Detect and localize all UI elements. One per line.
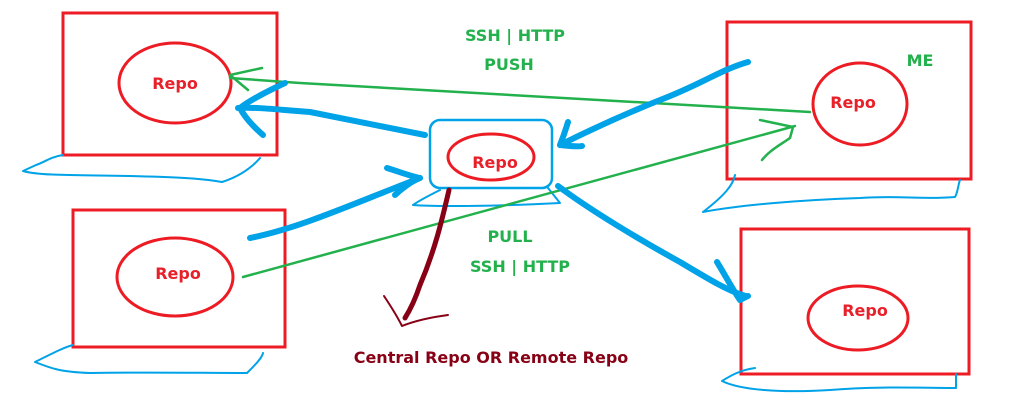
- arrowhead-icon: [383, 295, 449, 327]
- laptop-base: [702, 174, 961, 213]
- central-caption-arrow: [383, 187, 452, 327]
- laptop-base: [22, 154, 261, 183]
- me-label: ME: [907, 51, 934, 70]
- repo-label: Repo: [472, 153, 518, 172]
- push-arrow: [228, 66, 812, 114]
- repo-ellipse: [806, 284, 910, 352]
- central-screen: [428, 118, 554, 190]
- repo-ellipse: [115, 236, 235, 318]
- arrowhead-icon: [228, 66, 264, 92]
- arrowhead-icon: [714, 259, 751, 303]
- pull-line: [241, 124, 797, 279]
- central-to-top-left-arrow: [235, 104, 428, 138]
- laptop-base: [721, 367, 957, 393]
- pull-arrow: [241, 118, 797, 279]
- repo-label: Repo: [842, 301, 888, 320]
- push-line: [228, 76, 812, 114]
- computer-bottom-left: Repo: [34, 208, 287, 374]
- arrowhead-icon: [758, 118, 795, 162]
- repo-label: Repo: [152, 74, 198, 93]
- caption-line: [402, 187, 452, 321]
- repo-label: Repo: [155, 264, 201, 283]
- push-label: PUSH: [484, 55, 534, 74]
- sync-arrows: [235, 59, 751, 303]
- me-to-central-arrow: [557, 59, 751, 148]
- repo-label: Repo: [830, 93, 876, 112]
- computer-bottom-right: Repo: [721, 227, 971, 393]
- push-protocol-label: SSH | HTTP: [465, 26, 565, 46]
- repo-ellipse: [811, 61, 909, 147]
- pull-protocol-label: SSH | HTTP: [470, 257, 570, 277]
- central-to-bottom-right-arrow: [555, 183, 749, 299]
- central-caption: Central Repo OR Remote Repo: [354, 348, 629, 367]
- computer-screen: [725, 20, 973, 181]
- arrowhead-icon: [557, 119, 585, 150]
- computer-me: Repo ME: [702, 20, 973, 213]
- central-stand: [412, 187, 561, 208]
- computer-top-left: Repo: [22, 11, 279, 183]
- laptop-base: [34, 344, 264, 374]
- arrowhead-icon: [237, 80, 288, 138]
- central-repo: Repo: [412, 118, 561, 208]
- repo-ellipse: [117, 41, 233, 125]
- computer-screen: [71, 208, 287, 349]
- pull-label: PULL: [487, 227, 532, 246]
- arrowhead-icon: [384, 165, 423, 198]
- repo-ellipse: [446, 132, 536, 182]
- bottom-left-to-central-arrow: [247, 175, 423, 241]
